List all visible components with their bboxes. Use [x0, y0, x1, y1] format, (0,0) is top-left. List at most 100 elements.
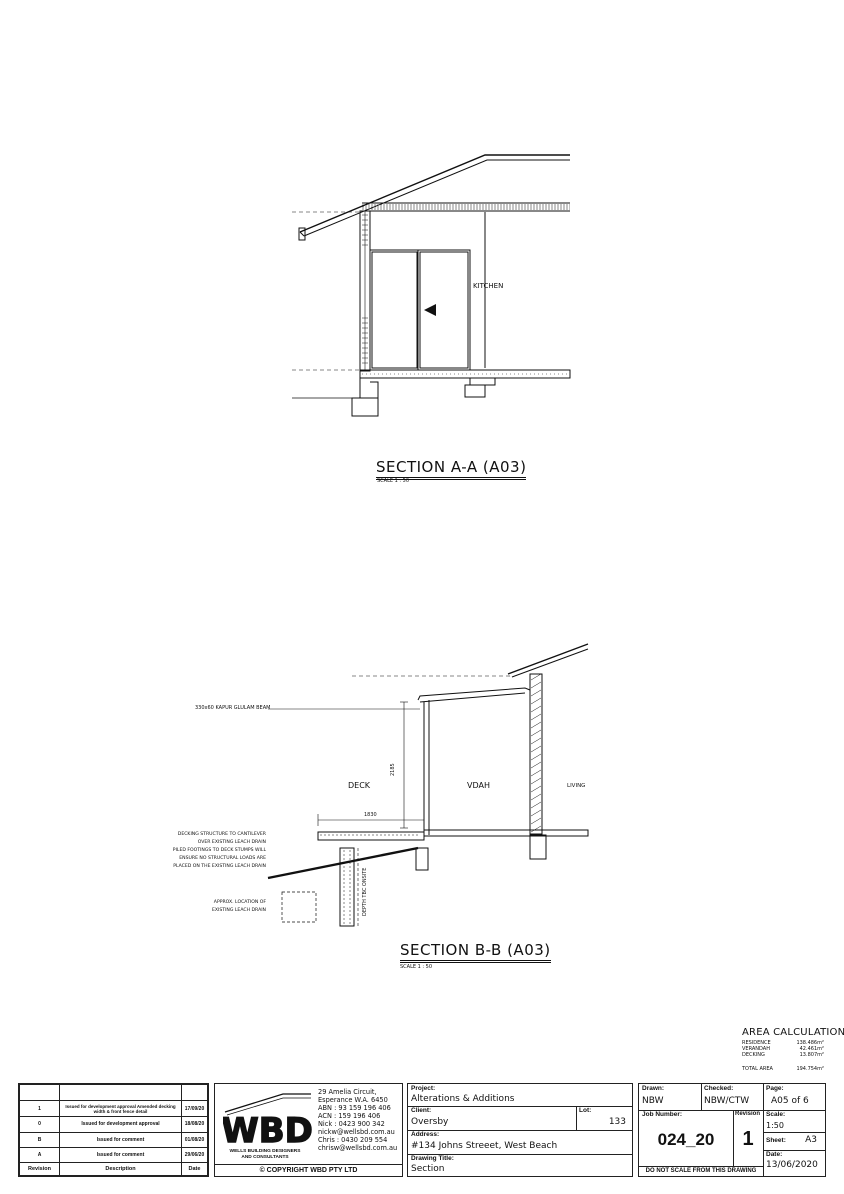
section-a-drawing [292, 154, 571, 417]
rev-header: Date [181, 1161, 208, 1177]
leach-note-line: APPROX. LOCATION OF [213, 900, 266, 905]
drawing-title-value: Section [411, 1164, 445, 1174]
client-value: Oversby [411, 1117, 449, 1127]
beam-label: 330x60 KAPUR GLULAM BEAM [195, 705, 271, 711]
contact-line: Esperance W.A. 6450 [318, 1096, 388, 1104]
contact-line: Nick : 0423 900 342 [318, 1120, 385, 1128]
date-value: 13/06/2020 [766, 1160, 818, 1170]
rev-id: A [19, 1146, 60, 1163]
section-b-drawing [267, 643, 589, 927]
rev-date: 17/09/20 [181, 1100, 208, 1118]
contact-line: ABN : 93 159 196 406 [318, 1104, 391, 1112]
width-dimension: 1830 [364, 812, 377, 818]
deck-note-line: ENSURE NO STRUCTURAL LOADS ARE [179, 856, 266, 861]
address-label: Address: [411, 1131, 440, 1138]
drawing-title-label: Drawing Title: [411, 1155, 454, 1162]
vdah-label: VDAH [467, 781, 490, 790]
address-value: #134 Johns Streeet, West Beach [411, 1141, 558, 1151]
drawing-title-cell: Drawing Title: Section [408, 1154, 632, 1176]
job-number-label: Job Number: [642, 1111, 683, 1118]
area-title: AREA CALCULATIONS [742, 1027, 844, 1038]
deck-note-line: OVER EXISTING LEACH DRAIN [197, 840, 266, 845]
rev-desc [59, 1083, 182, 1102]
contact-line: nickw@wellsbd.com.au [318, 1128, 395, 1136]
contact-line: 29 Amelia Circuit, [318, 1088, 377, 1096]
rev-desc: Issued for comment [59, 1146, 182, 1163]
kitchen-label: KITCHEN [473, 282, 504, 290]
logo-text: WBD [223, 1111, 313, 1146]
area-label: RESIDENCE [742, 1040, 771, 1046]
rev-header: Description [59, 1161, 182, 1177]
company-name-line: AND CONSULTANTS [241, 1155, 289, 1160]
area-row: VERANDAH 42.461m² [742, 1046, 824, 1052]
scale-value: 1:50 [766, 1121, 784, 1130]
job-number-value: 024_20 [657, 1130, 715, 1149]
drawn-value: NBW [642, 1096, 664, 1106]
deck-label: DECK [348, 781, 371, 790]
contact-line: Chris : 0430 209 554 [318, 1136, 388, 1144]
page-label: Page: [766, 1085, 784, 1092]
checked-value: NBW/CTW [704, 1096, 750, 1106]
rev-id: 1 [19, 1100, 60, 1118]
project-value: Alterations & Additions [411, 1094, 515, 1104]
checked-label: Checked: [704, 1085, 734, 1092]
rev-id [19, 1083, 60, 1102]
leach-drain-note: APPROX. LOCATION OF EXISTING LEACH DRAIN [196, 899, 266, 915]
project-cell: Project: Alterations & Additions [408, 1084, 632, 1107]
wbd-logo: WBD [223, 1093, 313, 1146]
deck-note-line: PLACED ON THE EXISTING LEACH DRAIN [173, 864, 266, 869]
address-cell: Address: #134 Johns Streeet, West Beach [408, 1130, 632, 1155]
company-contact: 29 Amelia Circuit, Esperance W.A. 6450 A… [318, 1088, 397, 1152]
area-value: 42.461m² [799, 1046, 824, 1052]
project-label: Project: [411, 1085, 436, 1092]
deck-structure-note: DECKING STRUCTURE TO CANTILEVER OVER EXI… [150, 831, 266, 871]
client-cell: Client: Oversby [408, 1106, 577, 1131]
date-label: Date: [766, 1151, 783, 1158]
company-name-line: WELLS BUILDING DESIGNERS [229, 1149, 301, 1154]
rev-desc: Issued for comment [59, 1131, 182, 1148]
sheet-size-value: A3 [805, 1135, 817, 1145]
rev-desc: Issued for development approval [59, 1116, 182, 1133]
sheet-size-cell: Sheet: A3 [763, 1132, 825, 1151]
rev-date: 18/08/20 [181, 1116, 208, 1133]
area-total-label: TOTAL AREA [742, 1066, 773, 1072]
height-dimension: 2185 [390, 763, 396, 776]
depth-note: DEPTH TBC ONSITE [362, 867, 368, 916]
company-name: WELLS BUILDING DESIGNERS AND CONSULTANTS [219, 1149, 311, 1161]
revision-label: Revision [735, 1111, 761, 1117]
area-label: VERANDAH [742, 1046, 770, 1052]
lot-value: 133 [608, 1117, 626, 1127]
drawn-cell: Drawn: NBW [639, 1084, 702, 1111]
scale-warning: DO NOT SCALE FROM THIS DRAWING [639, 1166, 764, 1176]
rev-desc: Issued for development approval Amended … [59, 1100, 182, 1118]
lot-label: Lot: [579, 1107, 592, 1114]
page-cell: Page: A05 of 6 [763, 1084, 825, 1111]
lot-cell: Lot: 133 [576, 1106, 632, 1131]
leach-note-line: EXISTING LEACH DRAIN [211, 908, 266, 913]
area-label: DECKING [742, 1052, 765, 1058]
section-b-scale: SCALE 1 : 50 [400, 964, 433, 970]
rev-date: 01/08/20 [181, 1131, 208, 1148]
rev-header: Revision [19, 1161, 60, 1177]
section-b-title: SECTION B-B (A03) [400, 941, 551, 963]
copyright: © COPYRIGHT WBD PTY LTD [215, 1164, 402, 1177]
scale-label: Scale: [766, 1111, 786, 1118]
drawn-label: Drawn: [642, 1085, 665, 1092]
company-box: WBD WELLS BUILDING DESIGNERS AND CONSULT… [214, 1083, 403, 1177]
revision-cell: Revision 1 [733, 1110, 764, 1167]
revision-row [19, 1083, 208, 1102]
living-label: LIVING [567, 783, 586, 789]
sheet-size-label: Sheet: [766, 1137, 786, 1144]
rev-id: 0 [19, 1116, 60, 1133]
project-box: Project: Alterations & Additions Client:… [407, 1083, 633, 1177]
revision-value: 1 [742, 1128, 754, 1150]
sheet-box: Drawn: NBW Checked: NBW/CTW Page: A05 of… [638, 1083, 826, 1177]
section-a-title: SECTION A-A (A03) [376, 458, 527, 480]
